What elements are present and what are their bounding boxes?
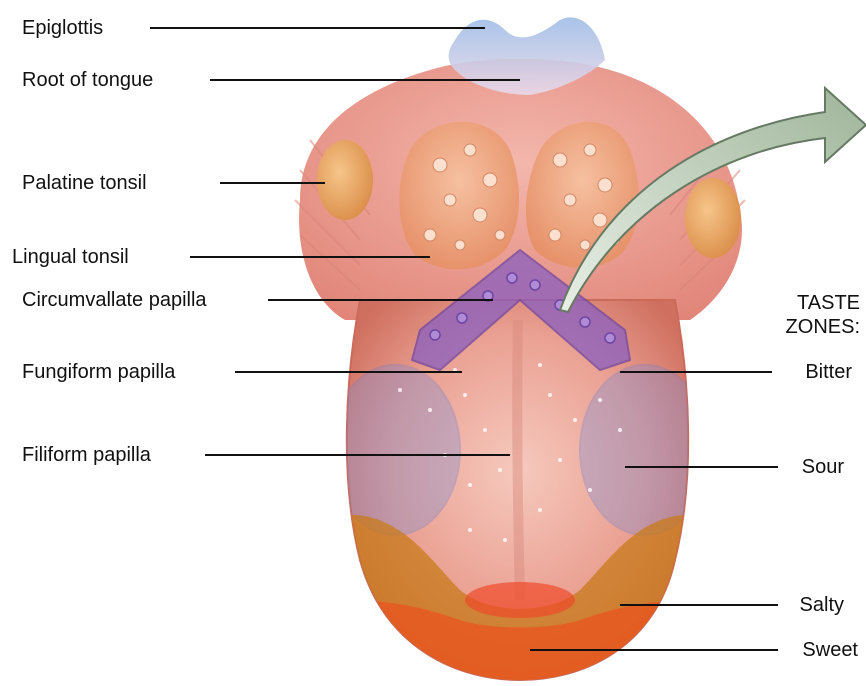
label-epiglottis: Epiglottis [22,17,103,39]
taste-zones-title-line1: TASTE [750,291,860,315]
palatine-tonsil-right [685,178,741,258]
sour-zone-left [330,365,460,535]
label-circumvallate-papilla: Circumvallate papilla [22,289,207,311]
label-lingual-tonsil: Lingual tonsil [12,246,129,268]
label-palatine-tonsil: Palatine tonsil [22,172,147,194]
label-salty: Salty [800,594,844,616]
palatine-tonsil-left [317,140,373,220]
median-sulcus [517,320,520,600]
label-sour: Sour [802,456,844,478]
label-root-of-tongue: Root of tongue [22,69,153,91]
tip-highlight [465,582,575,618]
sour-zone-right [580,365,710,535]
label-filiform-papilla: Filiform papilla [22,444,151,466]
label-fungiform-papilla: Fungiform papilla [22,361,175,383]
taste-zones-title: TASTE ZONES: [750,291,860,339]
taste-zones-title-line2: ZONES: [750,315,860,339]
label-bitter: Bitter [805,361,852,383]
label-sweet: Sweet [802,639,858,661]
